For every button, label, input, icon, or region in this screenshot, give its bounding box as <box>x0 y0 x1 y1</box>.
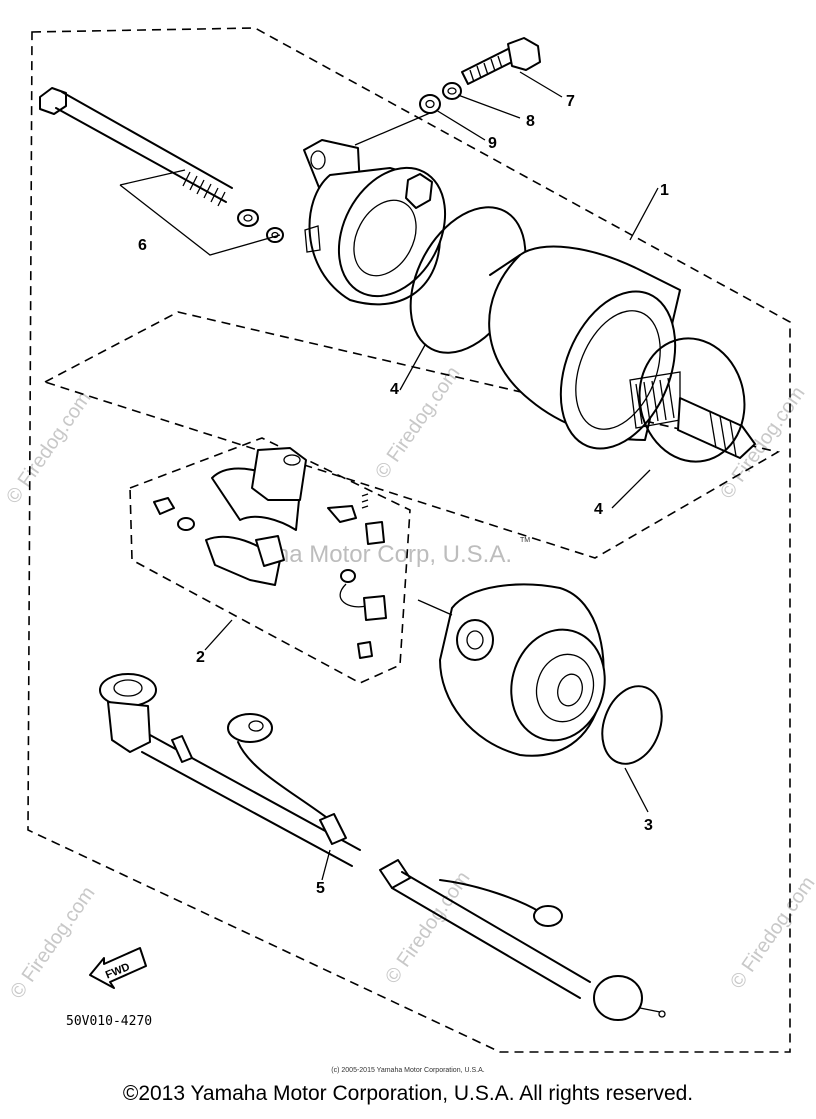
through-bolt <box>39 87 284 256</box>
assembly-border <box>27 27 791 1053</box>
callout-2: 2 <box>196 649 205 666</box>
callout-3: 3 <box>644 817 653 834</box>
front-cover <box>303 139 447 306</box>
mounting-bolt <box>354 37 563 146</box>
armature-group-outline <box>42 311 781 559</box>
watermark-brand-bottom-left: © Firedog.com <box>6 883 99 1003</box>
small-notice: (c) 2005-2015 Yamaha Motor Corporation, … <box>331 1067 484 1074</box>
callout-5: 5 <box>316 880 325 897</box>
copyright-notice: ©2013 Yamaha Motor Corporation, U.S.A. A… <box>122 1082 694 1105</box>
callout-6: 6 <box>138 237 147 254</box>
leader-lines <box>204 187 659 881</box>
parts-diagram: © Firedog.com © Firedog.com © Firedog.co… <box>2 27 816 1074</box>
diagram-code: 50V010-4270 <box>66 1014 152 1029</box>
watermark-tm: TM <box>520 537 530 544</box>
watermark-brand-left: © Firedog.com <box>2 388 95 508</box>
callouts: 1 2 3 4 4 5 6 7 8 9 <box>138 93 669 897</box>
callout-7: 7 <box>566 93 575 110</box>
brush-group-outline <box>129 437 411 684</box>
fwd-arrow: FWD <box>89 947 147 989</box>
lead-wire <box>99 673 666 1021</box>
yoke <box>488 245 756 459</box>
o-ring-rear <box>638 337 746 463</box>
o-ring-rear-cover <box>601 685 663 765</box>
brush-holder <box>153 447 387 659</box>
rear-cover <box>417 583 606 757</box>
callout-4-rear: 4 <box>594 501 603 518</box>
callout-4-front: 4 <box>390 381 399 398</box>
watermark-brand-center: © Firedog.com <box>371 363 464 483</box>
callout-1: 1 <box>660 182 669 199</box>
watermark-brand-bottom-right: © Firedog.com <box>726 873 816 993</box>
callout-8: 8 <box>526 113 535 130</box>
callout-9: 9 <box>488 135 497 152</box>
